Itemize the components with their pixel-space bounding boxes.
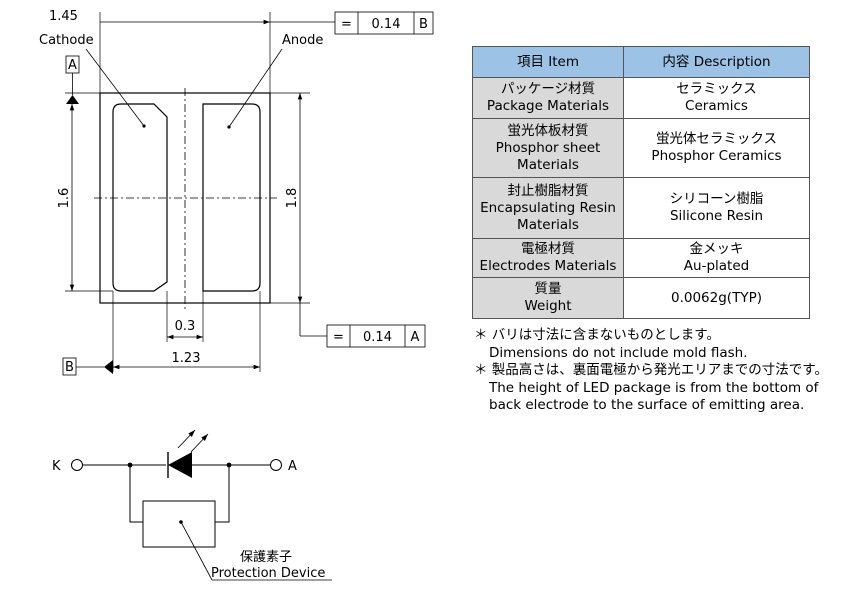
dim-top-width: 1.45 [49,9,78,24]
row-desc-cell: セラミックス Ceramics [623,77,810,119]
datum-b-label: B [65,360,74,375]
wire-protection-left [129,465,143,523]
wire-protection-right [215,465,230,523]
header-description: 内容 Description [623,46,810,78]
circuit-k-label: K [52,459,61,474]
led-diode-icon [168,452,192,478]
notes: ＊ バリは寸法に含まないものとします。 Dimensions do not in… [474,327,828,415]
row-item-cell: 電極材質 Electrodes Materials [472,238,624,278]
row-item-cell: 封止樹脂材質 Encapsulating Resin Materials [472,177,624,239]
row-desc-cell: 蛍光体セラミックス Phosphor Ceramics [623,118,810,178]
dim-body-height: 1.6 [57,188,72,209]
table-row: 電極材質 Electrodes Materials 金メッキ Au-plated [472,238,810,278]
tolerance-bottom-symbol: = [333,330,344,345]
table-row: 封止樹脂材質 Encapsulating Resin Materials シリコ… [472,177,810,239]
table-row: パッケージ材質 Package Materials セラミックス Ceramic… [472,77,810,119]
note-mold-flash: ＊ バリは寸法に含まないものとします。 Dimensions do not in… [474,327,748,361]
datum-a-label: A [68,58,77,73]
dim-pad-span: 1.23 [172,351,201,366]
cathode-leader [85,48,145,127]
spec-table: 項目 Item 内容 Description パッケージ材質 Package M… [472,46,810,319]
terminal-k [71,459,83,471]
dim-gap: 0.3 [175,319,196,334]
table-row: 質量 Weight 0.0062g(TYP) [472,277,810,319]
circuit-a-label: A [288,459,297,474]
light-arrow-1 [177,429,196,449]
tolerance-top-symbol: = [341,17,352,32]
cathode-leader-dot [142,124,146,128]
anode-label: Anode [282,33,323,48]
protection-label-jp: 保護素子 [240,549,292,565]
tolerance-top-datum: B [419,17,428,32]
tolerance-bottom-value: 0.14 [363,330,392,345]
row-desc-cell: 金メッキ Au-plated [623,238,810,278]
row-item-cell: 蛍光体板材質 Phosphor sheet Materials [472,118,624,178]
tolerance-frame-bottom [326,324,426,348]
anode-leader-dot [227,125,231,129]
row-desc-cell: シリコーン樹脂 Silicone Resin [623,177,810,239]
header-item: 項目 Item [472,46,624,78]
note-package-height: ＊ 製品高さは、裏面電極から発光エリアまでの寸法です。 The height o… [474,362,828,413]
datum-b-box [62,357,77,376]
row-item-cell: パッケージ材質 Package Materials [472,77,624,119]
datum-a-triangle [66,95,79,104]
protection-label-en: Protection Device [211,566,325,581]
anode-leader [228,48,283,128]
table-header-row: 項目 Item 内容 Description [472,46,810,78]
tolerance-bottom-datum: A [411,330,420,345]
table-row: 蛍光体板材質 Phosphor sheet Materials 蛍光体セラミック… [472,118,810,178]
protection-leader [180,521,213,581]
tolerance-frame-top [334,11,434,35]
terminal-a [270,459,282,471]
light-arrow-2 [190,433,209,453]
datum-b-triangle [104,360,113,374]
row-desc-cell: 0.0062g(TYP) [623,277,810,319]
cathode-label: Cathode [39,33,94,48]
protection-device-box [142,500,216,548]
dim-total-height: 1.8 [285,188,300,209]
anode-pad [202,103,261,292]
tolerance-top-value: 0.14 [372,17,401,32]
row-item-cell: 質量 Weight [472,277,624,319]
cathode-pad [112,103,168,292]
